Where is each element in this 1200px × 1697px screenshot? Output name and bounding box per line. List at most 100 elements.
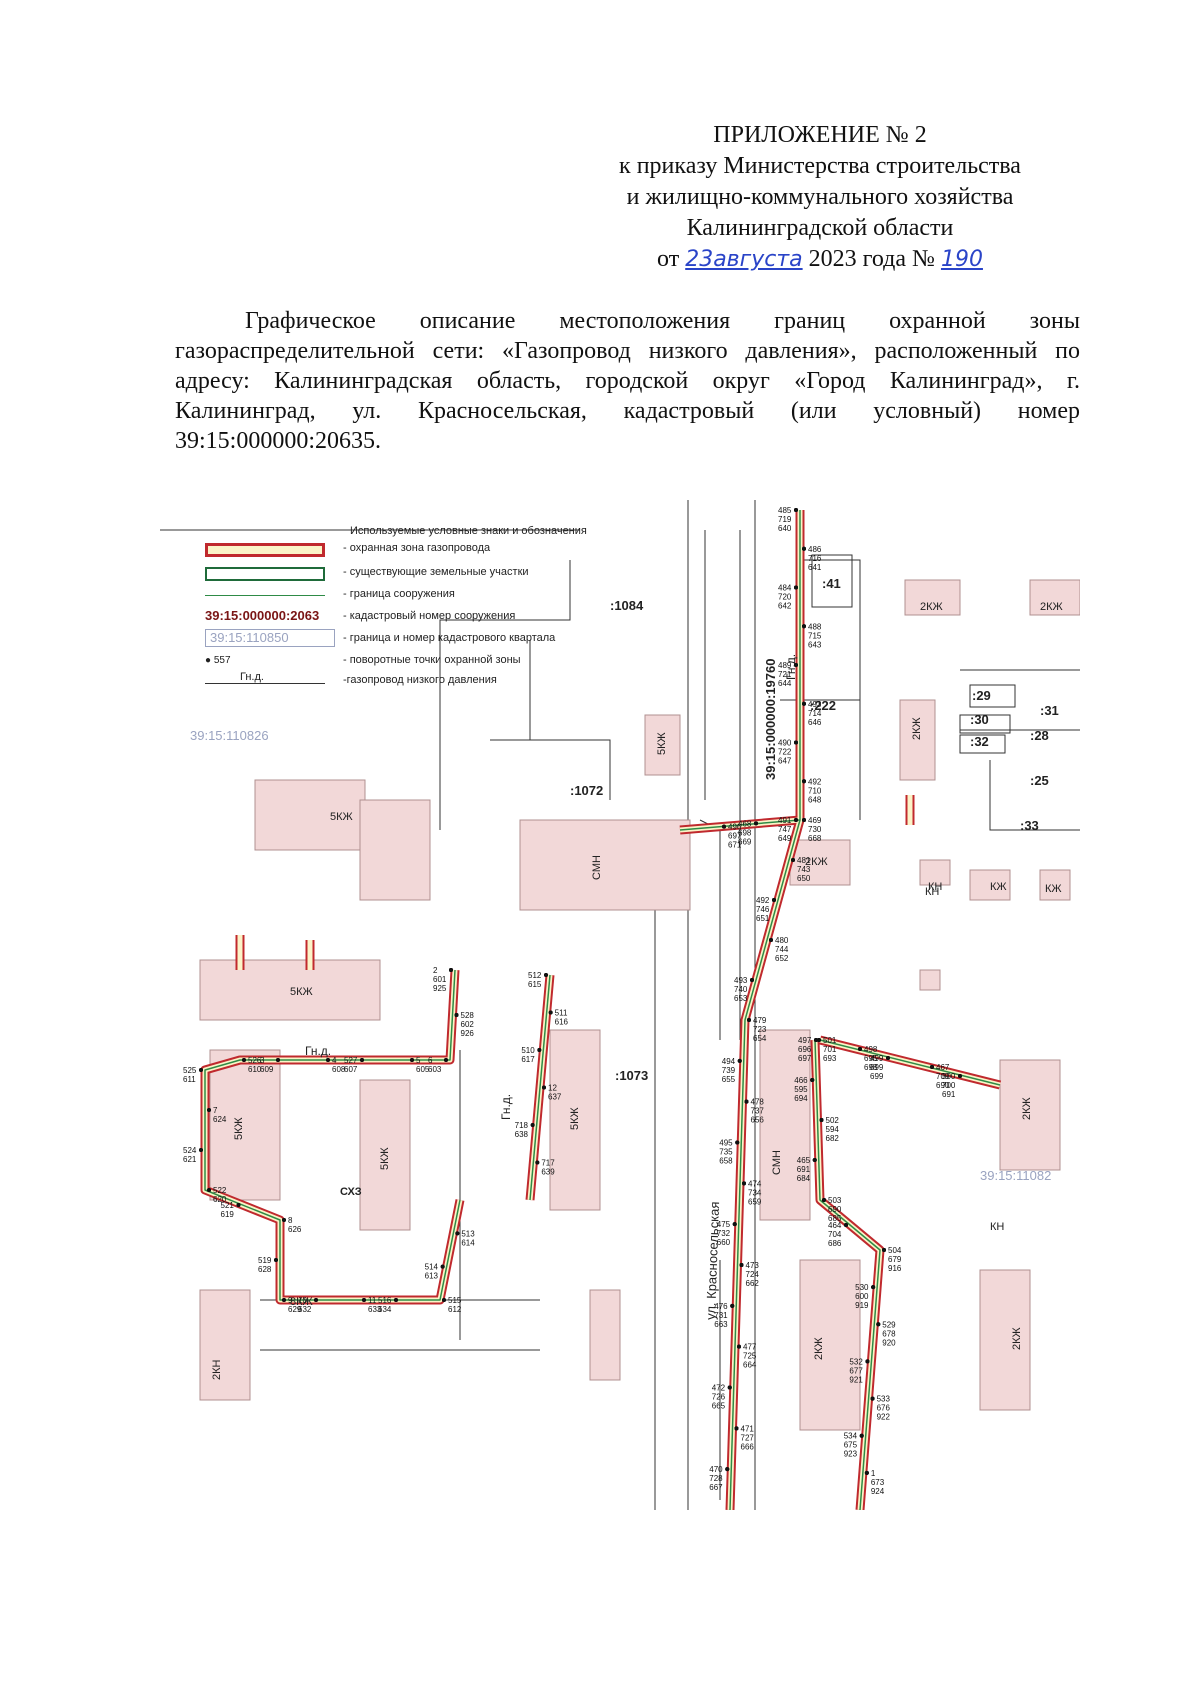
turning-point-label: 919	[855, 1301, 869, 1310]
turning-point-label: 499	[870, 1054, 884, 1063]
turning-point-label: 728	[709, 1474, 723, 1483]
turning-point-label: 632	[298, 1305, 312, 1314]
turning-point-marker	[802, 779, 806, 784]
parcel-label: :1073	[615, 1068, 648, 1083]
turning-point-label: 716	[808, 554, 822, 563]
turning-point-label: 467	[936, 1063, 950, 1072]
turning-point-label: 658	[719, 1157, 733, 1166]
turning-point-label: 525	[183, 1066, 197, 1075]
building-label: 2КЖ	[1040, 601, 1063, 613]
turning-point-label: 923	[844, 1450, 858, 1459]
turning-point-label: 468	[738, 819, 752, 828]
turning-point-label: 720	[778, 593, 792, 602]
turning-point-label: 699	[870, 1072, 884, 1081]
turning-point-label: 690	[828, 1205, 842, 1214]
building	[999, 1059, 1061, 1171]
turning-point-label: 695	[864, 1054, 878, 1063]
turning-point-label: 1	[871, 1469, 876, 1478]
turning-point-marker	[871, 1285, 876, 1290]
turning-point-marker	[394, 1298, 398, 1302]
turning-point-marker	[314, 1298, 318, 1302]
parcel-label: :1084	[610, 598, 644, 613]
site-plan-map: ул. Красносельская39:15:000000:1976039:1…	[160, 500, 1080, 1510]
turning-point-label: 521	[221, 1201, 235, 1210]
turning-point-marker	[744, 1099, 749, 1104]
turning-point-label: 484	[778, 584, 792, 593]
turning-point-label: 489	[778, 661, 792, 670]
turning-point-label: 609	[260, 1065, 274, 1074]
turning-point-label: 696	[798, 1045, 812, 1054]
turning-point-label: 690	[936, 1081, 950, 1090]
turning-point-label: 488	[808, 622, 822, 631]
turning-point-label: 485	[778, 506, 792, 515]
building	[519, 819, 691, 911]
turning-point-marker	[207, 1108, 211, 1112]
turning-point-marker	[742, 1181, 746, 1186]
building	[799, 1259, 861, 1431]
turning-point-label: 652	[775, 954, 789, 963]
turning-point-marker	[858, 1047, 862, 1051]
turning-point-label: 634	[378, 1305, 392, 1314]
turning-point-label: 465	[797, 1156, 811, 1165]
pipe-a	[679, 819, 801, 831]
turning-point-label: 526	[248, 1056, 262, 1065]
handwritten-date: 23августа	[685, 247, 803, 272]
building	[589, 1289, 621, 1381]
turning-point-label: 490	[778, 739, 792, 748]
point-sample: ● 557	[205, 655, 231, 666]
legend-label: - кадастровый номер сооружения	[343, 610, 516, 622]
legend-label: - охранная зона газопровода	[343, 542, 491, 554]
turning-point-label: 638	[515, 1130, 529, 1139]
turning-point-label: 4	[332, 1056, 337, 1065]
street-label: ул. Красносельская	[703, 1201, 722, 1320]
building-label: 2КЖ	[1021, 1097, 1033, 1120]
turning-point-label: 925	[433, 984, 447, 993]
pipe-label: Гн.д.	[305, 1044, 331, 1058]
turning-point-label: 650	[797, 874, 811, 883]
turning-point-label: 731	[714, 1311, 728, 1320]
turning-point-label: 916	[888, 1264, 902, 1273]
turning-point-label: 607	[344, 1065, 358, 1074]
legend-title: Используемые условные знаки и обозначени…	[350, 525, 587, 537]
turning-point-marker	[958, 1074, 962, 1078]
turning-point-label: 673	[871, 1478, 885, 1487]
building	[644, 714, 681, 776]
pipe-se	[814, 1039, 881, 1510]
turning-point-marker	[362, 1298, 366, 1302]
parcel-41	[811, 554, 853, 608]
turning-point-label: 664	[743, 1361, 757, 1370]
building-label: 2КН	[211, 1359, 223, 1380]
turning-point-label: 743	[797, 865, 811, 874]
turning-point-marker	[455, 1231, 460, 1236]
order-date-line: от 23августа 2023 года № 190	[560, 244, 1080, 275]
pipe-label: Гн.д.	[499, 1094, 513, 1120]
order-line-3: Калининградской области	[686, 215, 954, 241]
turning-point-label: 2	[433, 966, 438, 975]
turning-point-marker	[722, 824, 726, 829]
turning-point-label: 11	[368, 1296, 377, 1305]
turning-point-marker	[360, 1058, 364, 1062]
turning-point-label: 524	[183, 1146, 197, 1155]
turning-point-marker	[454, 1013, 459, 1017]
turning-point-label: 660	[717, 1238, 731, 1247]
turning-point-marker	[410, 1058, 414, 1062]
turning-point-label: 637	[548, 1093, 562, 1102]
building-label: 8КЖ	[290, 1296, 313, 1308]
protection-zone	[200, 510, 1002, 1510]
turning-point-label: 665	[712, 1402, 726, 1411]
turning-point-marker	[794, 585, 798, 590]
turning-point-marker	[812, 1158, 817, 1162]
date-prefix: от	[657, 246, 680, 272]
turning-point-label: 714	[808, 709, 822, 718]
turning-point-label: 475	[717, 1220, 731, 1229]
turning-point-label: 12	[548, 1084, 557, 1093]
turning-point-marker	[542, 1085, 546, 1090]
turning-point-marker	[817, 1038, 821, 1042]
building	[199, 1289, 251, 1401]
building-label: СМН	[591, 855, 603, 880]
turning-point-label: 709	[936, 1072, 950, 1081]
turning-point-marker	[822, 1198, 826, 1202]
turning-point-label: 641	[808, 563, 822, 572]
parcel-29	[969, 684, 1016, 708]
turning-point-marker	[535, 1160, 540, 1165]
